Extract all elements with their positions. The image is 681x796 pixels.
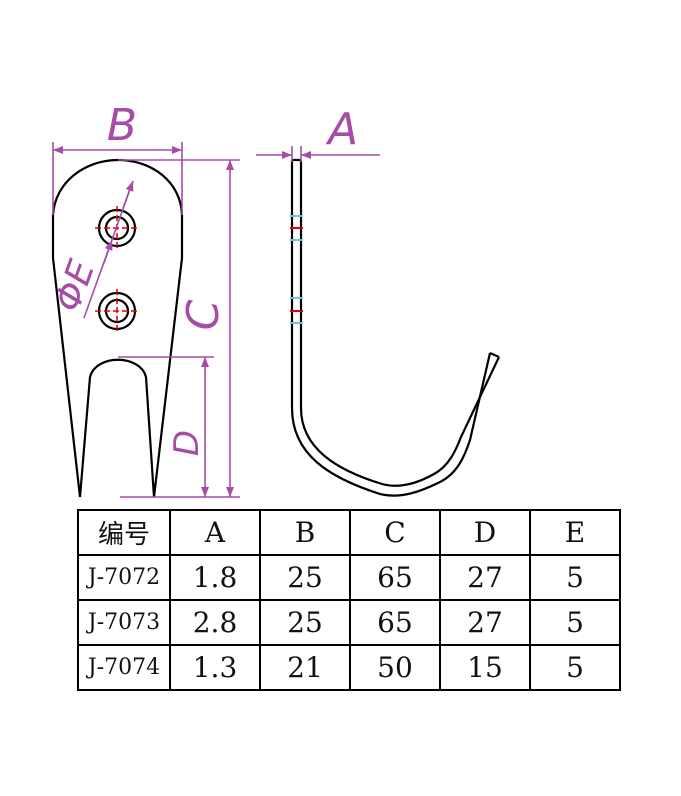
table-cell: 15 (439, 644, 531, 691)
table-cell: 1.8 (169, 554, 261, 601)
dimension-label-e: ΦE (47, 255, 103, 317)
dimension-label-c: C (178, 299, 229, 330)
table-cell: 21 (259, 644, 351, 691)
dimension-lines-side (256, 146, 380, 162)
spec-table: 编号 A B C D E J-7072 1.8 25 65 27 5 J-707… (77, 509, 621, 691)
hook-outer-profile (290, 160, 492, 497)
dimension-lines-front (52, 142, 240, 498)
table-cell: 5 (529, 599, 621, 646)
dimension-label-b: B (107, 100, 137, 151)
side-view-hole-marks (290, 215, 303, 324)
table-cell: 2.8 (169, 599, 261, 646)
table-cell: 25 (259, 599, 351, 646)
header-cell: B (259, 509, 351, 556)
table-cell: 5 (529, 644, 621, 691)
header-cell: 编号 (77, 509, 171, 556)
table-cell: 5 (529, 554, 621, 601)
table-cell: 65 (349, 554, 441, 601)
model-cell: J-7073 (77, 599, 171, 646)
hook-inner-profile (299, 160, 500, 487)
table-cell: 1.3 (169, 644, 261, 691)
model-cell: J-7074 (77, 644, 171, 691)
model-cell: J-7072 (77, 554, 171, 601)
table-cell: 50 (349, 644, 441, 691)
header-cell: C (349, 509, 441, 556)
table-row: J-7073 2.8 25 65 27 5 (77, 599, 621, 646)
table-cell: 25 (259, 554, 351, 601)
table-row: J-7072 1.8 25 65 27 5 (77, 554, 621, 601)
table-cell: 27 (439, 554, 531, 601)
side-view (290, 158, 500, 497)
header-cell: D (439, 509, 531, 556)
table-row: J-7074 1.3 21 50 15 5 (77, 644, 621, 691)
dimension-label-a: A (325, 104, 358, 155)
header-cell: E (529, 509, 621, 556)
plate-outline (51, 158, 184, 498)
header-cell: A (169, 509, 261, 556)
dimension-label-d: D (167, 430, 207, 456)
table-cell: 65 (349, 599, 441, 646)
table-cell: 27 (439, 599, 531, 646)
hook-technical-drawing: B C D ΦE A (47, 100, 500, 498)
table-header-row: 编号 A B C D E (77, 509, 621, 556)
